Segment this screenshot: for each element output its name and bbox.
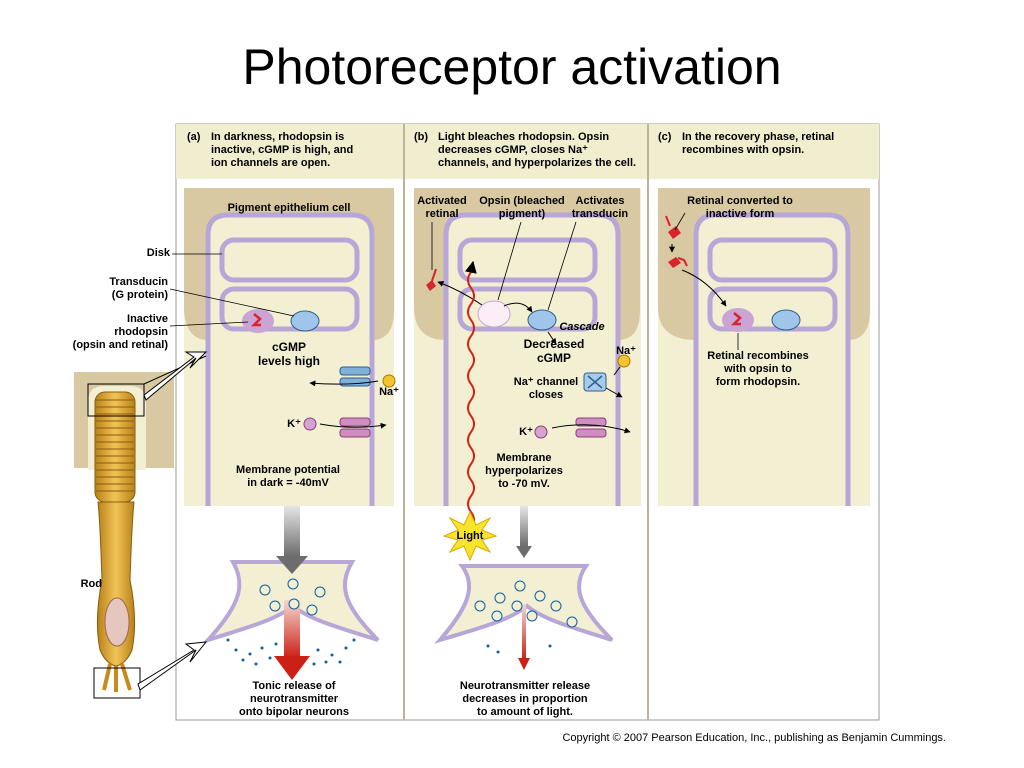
tonic-release-label: Tonic release of neurotransmitter onto b…: [214, 680, 374, 719]
release-b-line-3: to amount of light.: [477, 706, 573, 718]
membrane-a-line-2: in dark = -40mV: [247, 477, 329, 489]
disk-label: Disk: [146, 247, 170, 259]
panel-b-heading: (b) Light bleaches rhodopsin. Opsin decre…: [414, 131, 636, 170]
rod-label: Rod: [80, 578, 102, 590]
pigment-epithelium-b: [414, 188, 640, 340]
transducin-label: Transducin (G protein): [80, 276, 168, 302]
neurotransmitter-dots-b: [486, 644, 552, 654]
activates-line-1: Activates: [575, 195, 625, 207]
inactive-line-1: Inactive: [127, 313, 168, 325]
panel-a-heading-line-1: In darkness, rhodopsin is: [211, 131, 345, 143]
tonic-release-line-2: neurotransmitter: [249, 693, 339, 705]
inactive-line-2: rhodopsin: [114, 326, 168, 338]
opsin-line-1: Opsin (bleached: [479, 195, 565, 207]
panel-c-heading: (c) In the recovery phase, retinal recomb…: [658, 131, 834, 157]
hyperpolarizes-label: Membrane hyperpolarizes to -70 mV.: [476, 452, 572, 491]
panel-c-heading-line-1: In the recovery phase, retinal: [682, 131, 835, 143]
membrane-a-line-1: Membrane potential: [236, 464, 340, 476]
membrane-potential-a: Membrane potential in dark = -40mV: [222, 464, 354, 490]
na-label-a: Na⁺: [379, 386, 399, 398]
neurotransmitter-dots-a: [226, 638, 356, 666]
panel-b-heading-line-2: decreases cGMP, closes Na⁺: [438, 144, 588, 156]
rod-outer-segment-box: [87, 383, 145, 417]
decreased-cgmp-line-1: Decreased: [523, 337, 585, 351]
panel-a-tag: (a): [187, 131, 201, 143]
k-ion-a: [303, 417, 317, 431]
activated-retinal-line-2: retinal: [425, 208, 459, 220]
converted-line-1: Retinal converted to: [687, 195, 793, 207]
recombines-line-3: form rhodopsin.: [715, 376, 801, 388]
vesicles-a: [259, 578, 326, 616]
recombines-line-1: Retinal recombines: [707, 350, 809, 362]
gray-arrow-a-shaft: [284, 506, 300, 556]
release-b-line-2: decreases in proportion: [462, 693, 588, 705]
activated-retinal-line-1: Activated: [417, 195, 467, 207]
converted-line-2: inactive form: [705, 208, 775, 220]
light-burst: [442, 510, 498, 562]
tonic-release-line-1: Tonic release of: [252, 680, 336, 692]
transducin-a: [290, 310, 320, 332]
k-label-a: K⁺: [287, 418, 301, 430]
activates-line-2: transducin: [571, 208, 629, 220]
disk-1: [219, 237, 360, 283]
panel-a-heading-line-3: ion channels are open.: [211, 157, 331, 169]
panel-b-heading-line-3: channels, and hyperpolarizes the cell.: [438, 157, 637, 169]
panel-a-heading-line-2: inactive, cGMP is high, and: [211, 144, 354, 156]
panel-a-heading: (a) In darkness, rhodopsin is inactive, c…: [187, 131, 353, 170]
pigment-epithelium-label: Pigment epithelium cell: [227, 202, 351, 214]
release-decreases-label: Neurotransmitter release decreases in pr…: [440, 680, 610, 719]
panel-b-tag: (b): [414, 131, 429, 143]
light-path: [464, 260, 477, 529]
hyperpolarizes-line-2: hyperpolarizes: [485, 465, 563, 477]
heading-strip: [176, 124, 879, 179]
na-channel-line-1: Na⁺ channel: [513, 376, 579, 388]
inactive-rhodopsin-label: Inactive rhodopsin (opsin and retinal): [52, 313, 168, 352]
panel-c-tag: (c): [658, 131, 672, 143]
bleached-opsin: [477, 300, 511, 328]
decreased-cgmp-line-2: cGMP: [536, 351, 571, 365]
inactive-line-3: (opsin and retinal): [72, 339, 168, 351]
opsin-line-2: pigment): [498, 208, 546, 220]
decreased-cgmp-label: Decreased cGMP: [514, 337, 594, 365]
cascade-label: Cascade: [559, 321, 605, 333]
na-ion-a: [382, 374, 396, 388]
retinal-converted-label: Retinal converted to inactive form: [670, 195, 810, 221]
copyright-notice: Copyright © 2007 Pearson Education, Inc.…: [562, 732, 946, 744]
tonic-release-line-3: onto bipolar neurons: [239, 706, 349, 718]
recombines-line-2: with opsin to: [724, 363, 792, 375]
na-channel-closes-label: Na⁺ channel closes: [508, 376, 584, 402]
hyperpolarizes-line-3: to -70 mV.: [498, 478, 550, 490]
activates-transducin-label: Activates transducin: [566, 195, 634, 221]
retinal-a: [250, 313, 262, 327]
retinal-recombines-label: Retinal recombines with opsin to form rh…: [690, 350, 826, 389]
transducin-line-1: Transducin: [109, 276, 168, 288]
hyperpolarizes-line-1: Membrane: [496, 452, 552, 464]
rod-cell: [74, 351, 208, 699]
activated-retinal-label: Activated retinal: [412, 195, 472, 221]
vesicles-b: [474, 580, 578, 628]
k-label-b: K⁺: [519, 426, 533, 438]
cgmp-high-line-1: cGMP: [271, 340, 306, 354]
red-arrow-a-shaft: [284, 600, 300, 658]
na-label-b: Na⁺: [616, 345, 636, 357]
release-b-line-1: Neurotransmitter release: [459, 680, 591, 692]
transducin-line-2: (G protein): [111, 289, 168, 301]
outer-membrane: [205, 212, 375, 506]
na-channel-line-2: closes: [528, 389, 564, 401]
panel-c-heading-line-2: recombines with opsin.: [682, 144, 805, 156]
light-label: Light: [456, 530, 484, 542]
panel-b-cell: [414, 188, 641, 562]
panel-c-cell: [658, 188, 870, 506]
cgmp-high-line-2: levels high: [257, 354, 321, 368]
cgmp-high-label: cGMP levels high: [244, 340, 334, 368]
red-arrow-a-head: [274, 656, 310, 680]
panel-b-heading-line-1: Light bleaches rhodopsin. Opsin: [438, 131, 610, 143]
opsin-bleached-label: Opsin (bleached pigment): [474, 195, 570, 221]
transducin-b: [527, 309, 557, 331]
page-title: Photoreceptor activation: [242, 39, 782, 95]
panel-a-cell: [184, 188, 396, 506]
